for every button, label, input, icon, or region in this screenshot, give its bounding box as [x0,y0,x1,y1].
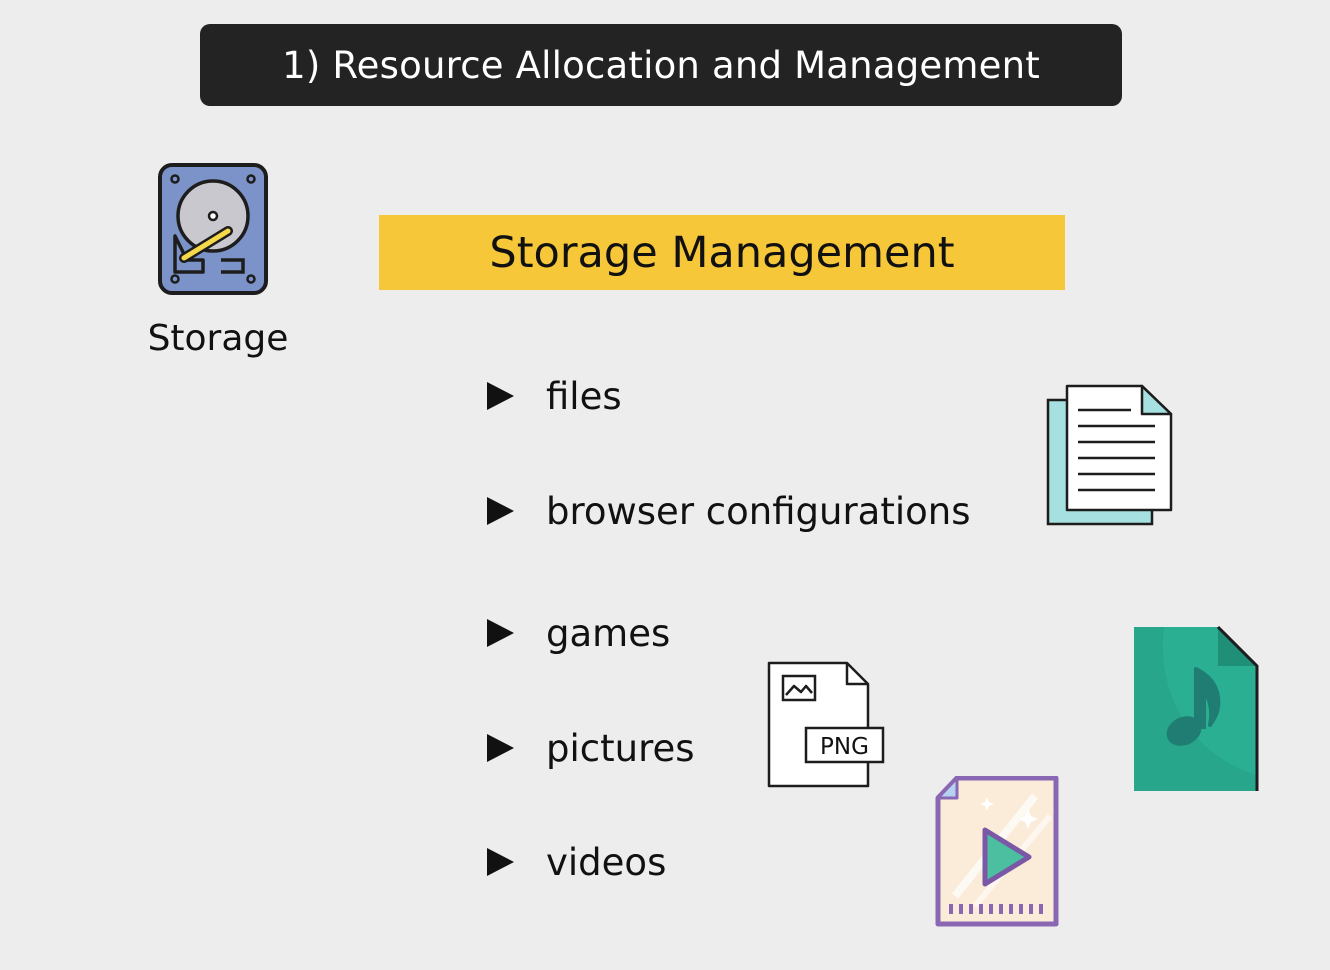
page-title: 1) Resource Allocation and Management [282,43,1040,87]
list-item: games [484,608,670,658]
list-item-label: browser configurations [546,489,971,533]
play-arrow-icon [487,619,514,647]
play-arrow-icon [487,382,514,410]
hard-drive-icon [158,163,268,295]
list-item: videos [484,837,666,887]
list-item-label: pictures [546,726,695,770]
section-title: Storage Management [489,227,955,278]
music-file-icon [1134,625,1259,791]
storage-label: Storage [147,318,289,359]
play-arrow-icon [487,497,514,525]
document-icon [1046,384,1173,526]
png-badge-label: PNG [820,734,869,760]
section-banner: Storage Management [379,215,1065,290]
list-item-label: videos [546,840,667,884]
list-item: files [484,371,622,421]
png-file-icon: PNG [767,661,885,788]
play-arrow-icon [487,734,514,762]
list-item-label: files [546,374,622,418]
list-item: browser configurations [484,486,971,536]
video-file-icon [935,776,1059,927]
list-item-label: games [546,611,671,655]
list-item: pictures [484,723,695,773]
play-arrow-icon [487,848,514,876]
title-bar: 1) Resource Allocation and Management [200,24,1122,106]
